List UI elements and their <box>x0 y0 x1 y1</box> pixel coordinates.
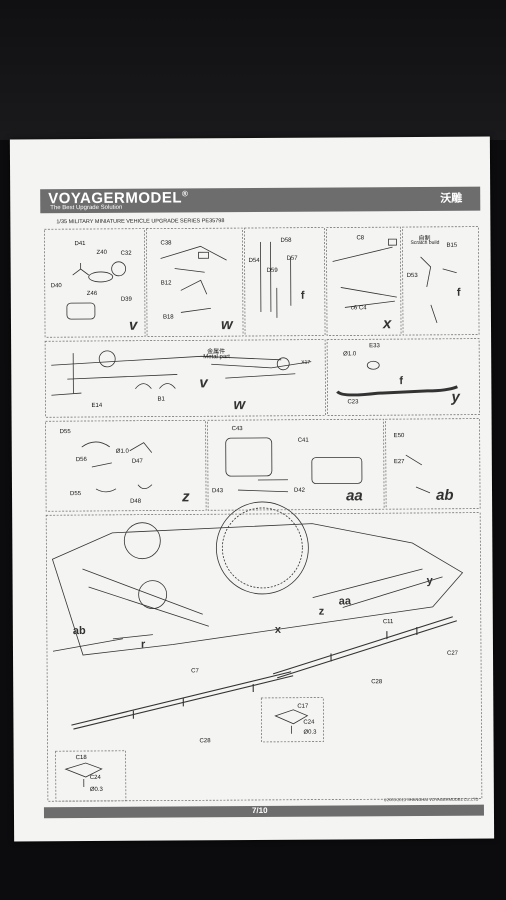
part-label: C24 <box>89 774 101 781</box>
part-label: B15 <box>446 242 458 249</box>
panel-f2-parts <box>420 256 457 323</box>
part-label: D59 <box>266 267 278 274</box>
step-label: z <box>318 605 325 618</box>
step-label: aa <box>338 595 351 608</box>
panel-f1-parts <box>260 241 292 318</box>
step-label: y <box>451 388 460 406</box>
part-label: D57 <box>286 255 298 262</box>
line-drawings <box>44 226 483 802</box>
part-label: D55 <box>59 429 71 436</box>
part-label: C18 <box>75 755 87 762</box>
part-label: D43 <box>211 488 224 495</box>
step-label: f <box>456 286 461 299</box>
panel-row2-right-parts <box>336 360 458 397</box>
part-label: D47 <box>131 458 143 465</box>
part-label: C23 <box>347 399 359 406</box>
step-label: aa <box>345 487 363 505</box>
part-label: C27 <box>446 650 459 657</box>
part-label: E33 <box>369 343 380 350</box>
panel-frames <box>44 226 483 802</box>
part-label: B18 <box>162 314 174 321</box>
part-label: B1 <box>157 396 165 403</box>
part-label: C28 <box>199 738 211 745</box>
fender-parts <box>71 616 457 730</box>
step-label: f <box>399 375 404 388</box>
step-label: w <box>233 396 246 414</box>
part-label: C8 <box>356 235 365 242</box>
background <box>0 0 506 140</box>
inset-parts <box>64 709 309 788</box>
part-label: D58 <box>280 237 292 244</box>
part-label: C38 <box>160 240 172 247</box>
panel-ab-parts <box>405 454 431 494</box>
part-label: D42 <box>293 487 306 494</box>
step-label: v <box>128 316 138 334</box>
part-label: C24 <box>303 719 315 726</box>
panel-aa-parts <box>225 437 363 493</box>
part-label: c6 C4 <box>350 305 367 312</box>
part-label: C17 <box>297 703 309 710</box>
panel-w-parts <box>160 245 227 313</box>
step-label: f <box>300 289 305 302</box>
part-label: D48 <box>130 498 142 505</box>
brand-tagline: The Best Upgrade Solution <box>50 204 123 212</box>
part-label: D40 <box>50 283 62 290</box>
part-label: Z40 <box>96 249 107 256</box>
part-label: E50 <box>393 433 405 440</box>
part-label: E27 <box>393 459 405 466</box>
copyright-text: ©2003-2013 SHANGHAI VOYAGERMODEL Co.,LTD <box>383 796 479 803</box>
panel-v-parts <box>66 261 127 320</box>
step-label: ab <box>435 486 454 504</box>
part-label: C43 <box>231 426 243 433</box>
dimension-label: Ø0.3 <box>89 786 103 793</box>
step-label: x <box>382 315 392 333</box>
part-label: C28 <box>371 679 383 686</box>
page-number: 7/10 <box>251 805 268 816</box>
panel-z-parts <box>81 441 153 493</box>
step-label: w <box>220 316 233 334</box>
part-label: B12 <box>160 280 172 287</box>
part-label: D56 <box>75 457 87 464</box>
part-label: D53 <box>406 272 418 280</box>
step-label: ab <box>72 625 86 638</box>
step-label: z <box>181 488 190 506</box>
dimension-label: Ø0.3 <box>303 729 317 736</box>
series-title: 1/35 MILITARY MINIATURE VEHICLE UPGRADE … <box>56 218 225 226</box>
part-label: Z46 <box>86 290 98 298</box>
part-label: D41 <box>74 241 86 248</box>
hull-assembly <box>51 501 464 656</box>
instruction-sheet: VOYAGERMODEL® The Best Upgrade Solution … <box>9 136 495 842</box>
part-label: C11 <box>382 619 394 626</box>
part-label: C7 <box>191 668 199 675</box>
panel-row2-left-parts <box>51 350 312 396</box>
part-label: E14 <box>91 402 103 409</box>
part-label: D54 <box>248 257 260 265</box>
metal-label: Metal part <box>203 354 230 361</box>
step-label: v <box>199 374 208 392</box>
step-label: y <box>426 574 433 587</box>
part-label: D39 <box>120 296 132 303</box>
part-label: C41 <box>297 437 309 444</box>
scratch-label: Scratch build <box>410 239 440 247</box>
dimension-label: Ø1.0 <box>343 351 357 358</box>
part-label: D55 <box>70 491 82 498</box>
step-label: r <box>140 638 146 651</box>
part-label: X17 <box>301 359 311 366</box>
part-label: C32 <box>120 250 132 257</box>
panel-x-parts <box>332 238 397 308</box>
brand-chinese: 沃雕 <box>440 192 463 205</box>
step-label: x <box>274 623 282 636</box>
dimension-label: Ø1.0 <box>115 448 129 455</box>
